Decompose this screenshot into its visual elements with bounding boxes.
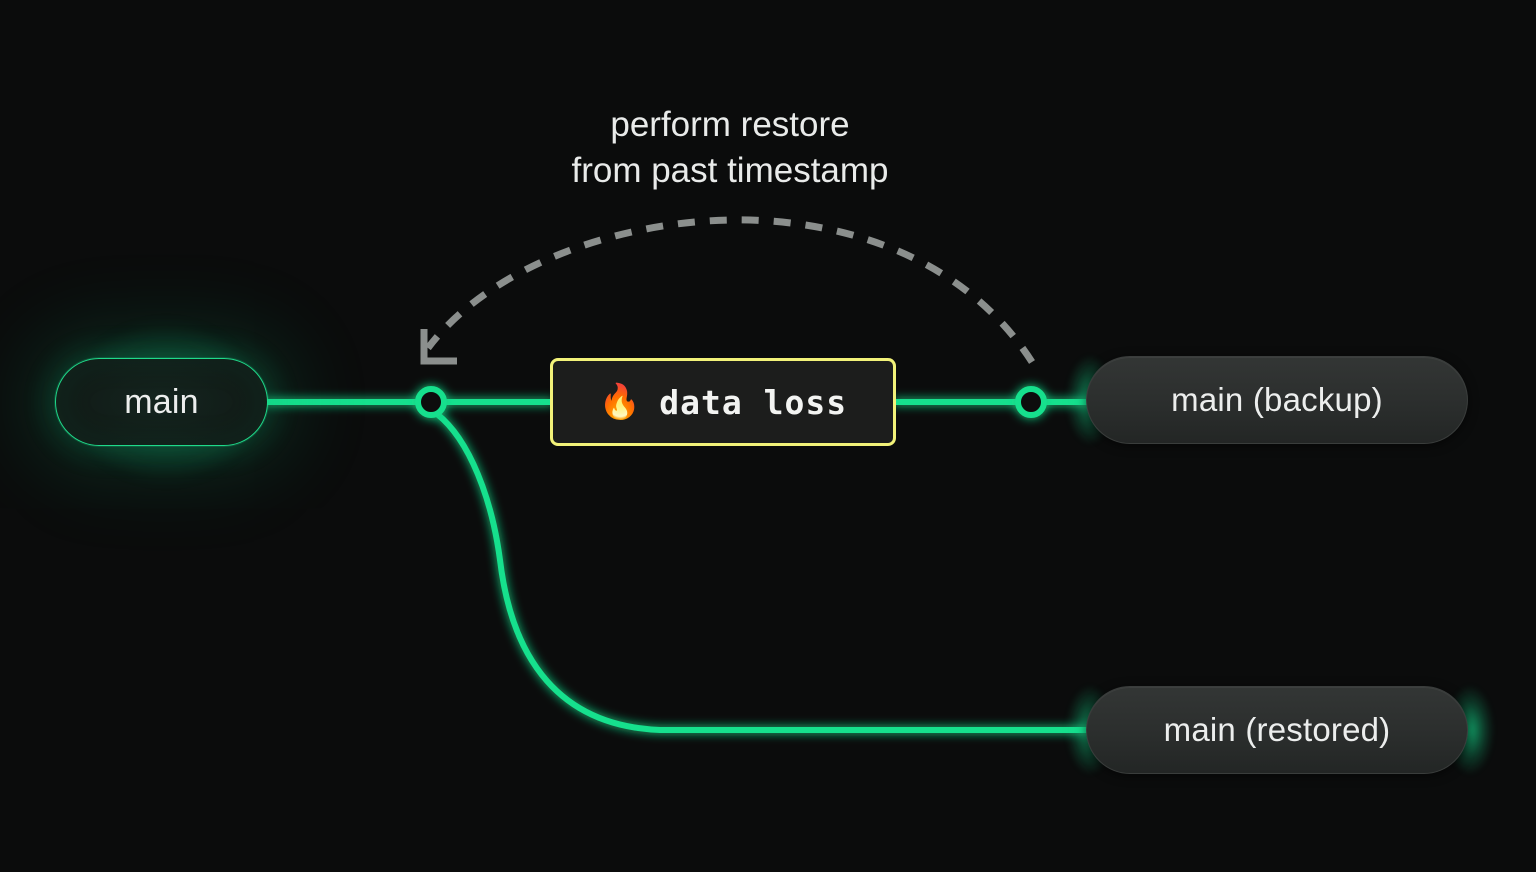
caption-line-1: perform restore	[610, 105, 850, 144]
edge-branch-to-restored	[434, 411, 1103, 733]
node-main-backup[interactable]: main (backup)	[1086, 356, 1468, 444]
fire-icon: 🔥	[598, 382, 642, 422]
node-main-restored[interactable]: main (restored)	[1086, 686, 1468, 774]
restore-arrow-arc	[425, 216, 1035, 364]
backup-point-circle[interactable]	[1015, 386, 1047, 418]
branch-point-circle[interactable]	[415, 386, 447, 418]
data-loss-box[interactable]: 🔥 data loss	[550, 358, 896, 446]
data-loss-label: data loss	[659, 382, 848, 422]
restore-caption: perform restore from past timestamp	[0, 102, 1460, 194]
restore-arrow-head-icon	[420, 329, 457, 365]
node-main[interactable]: main	[55, 358, 268, 446]
caption-line-2: from past timestamp	[571, 151, 889, 190]
